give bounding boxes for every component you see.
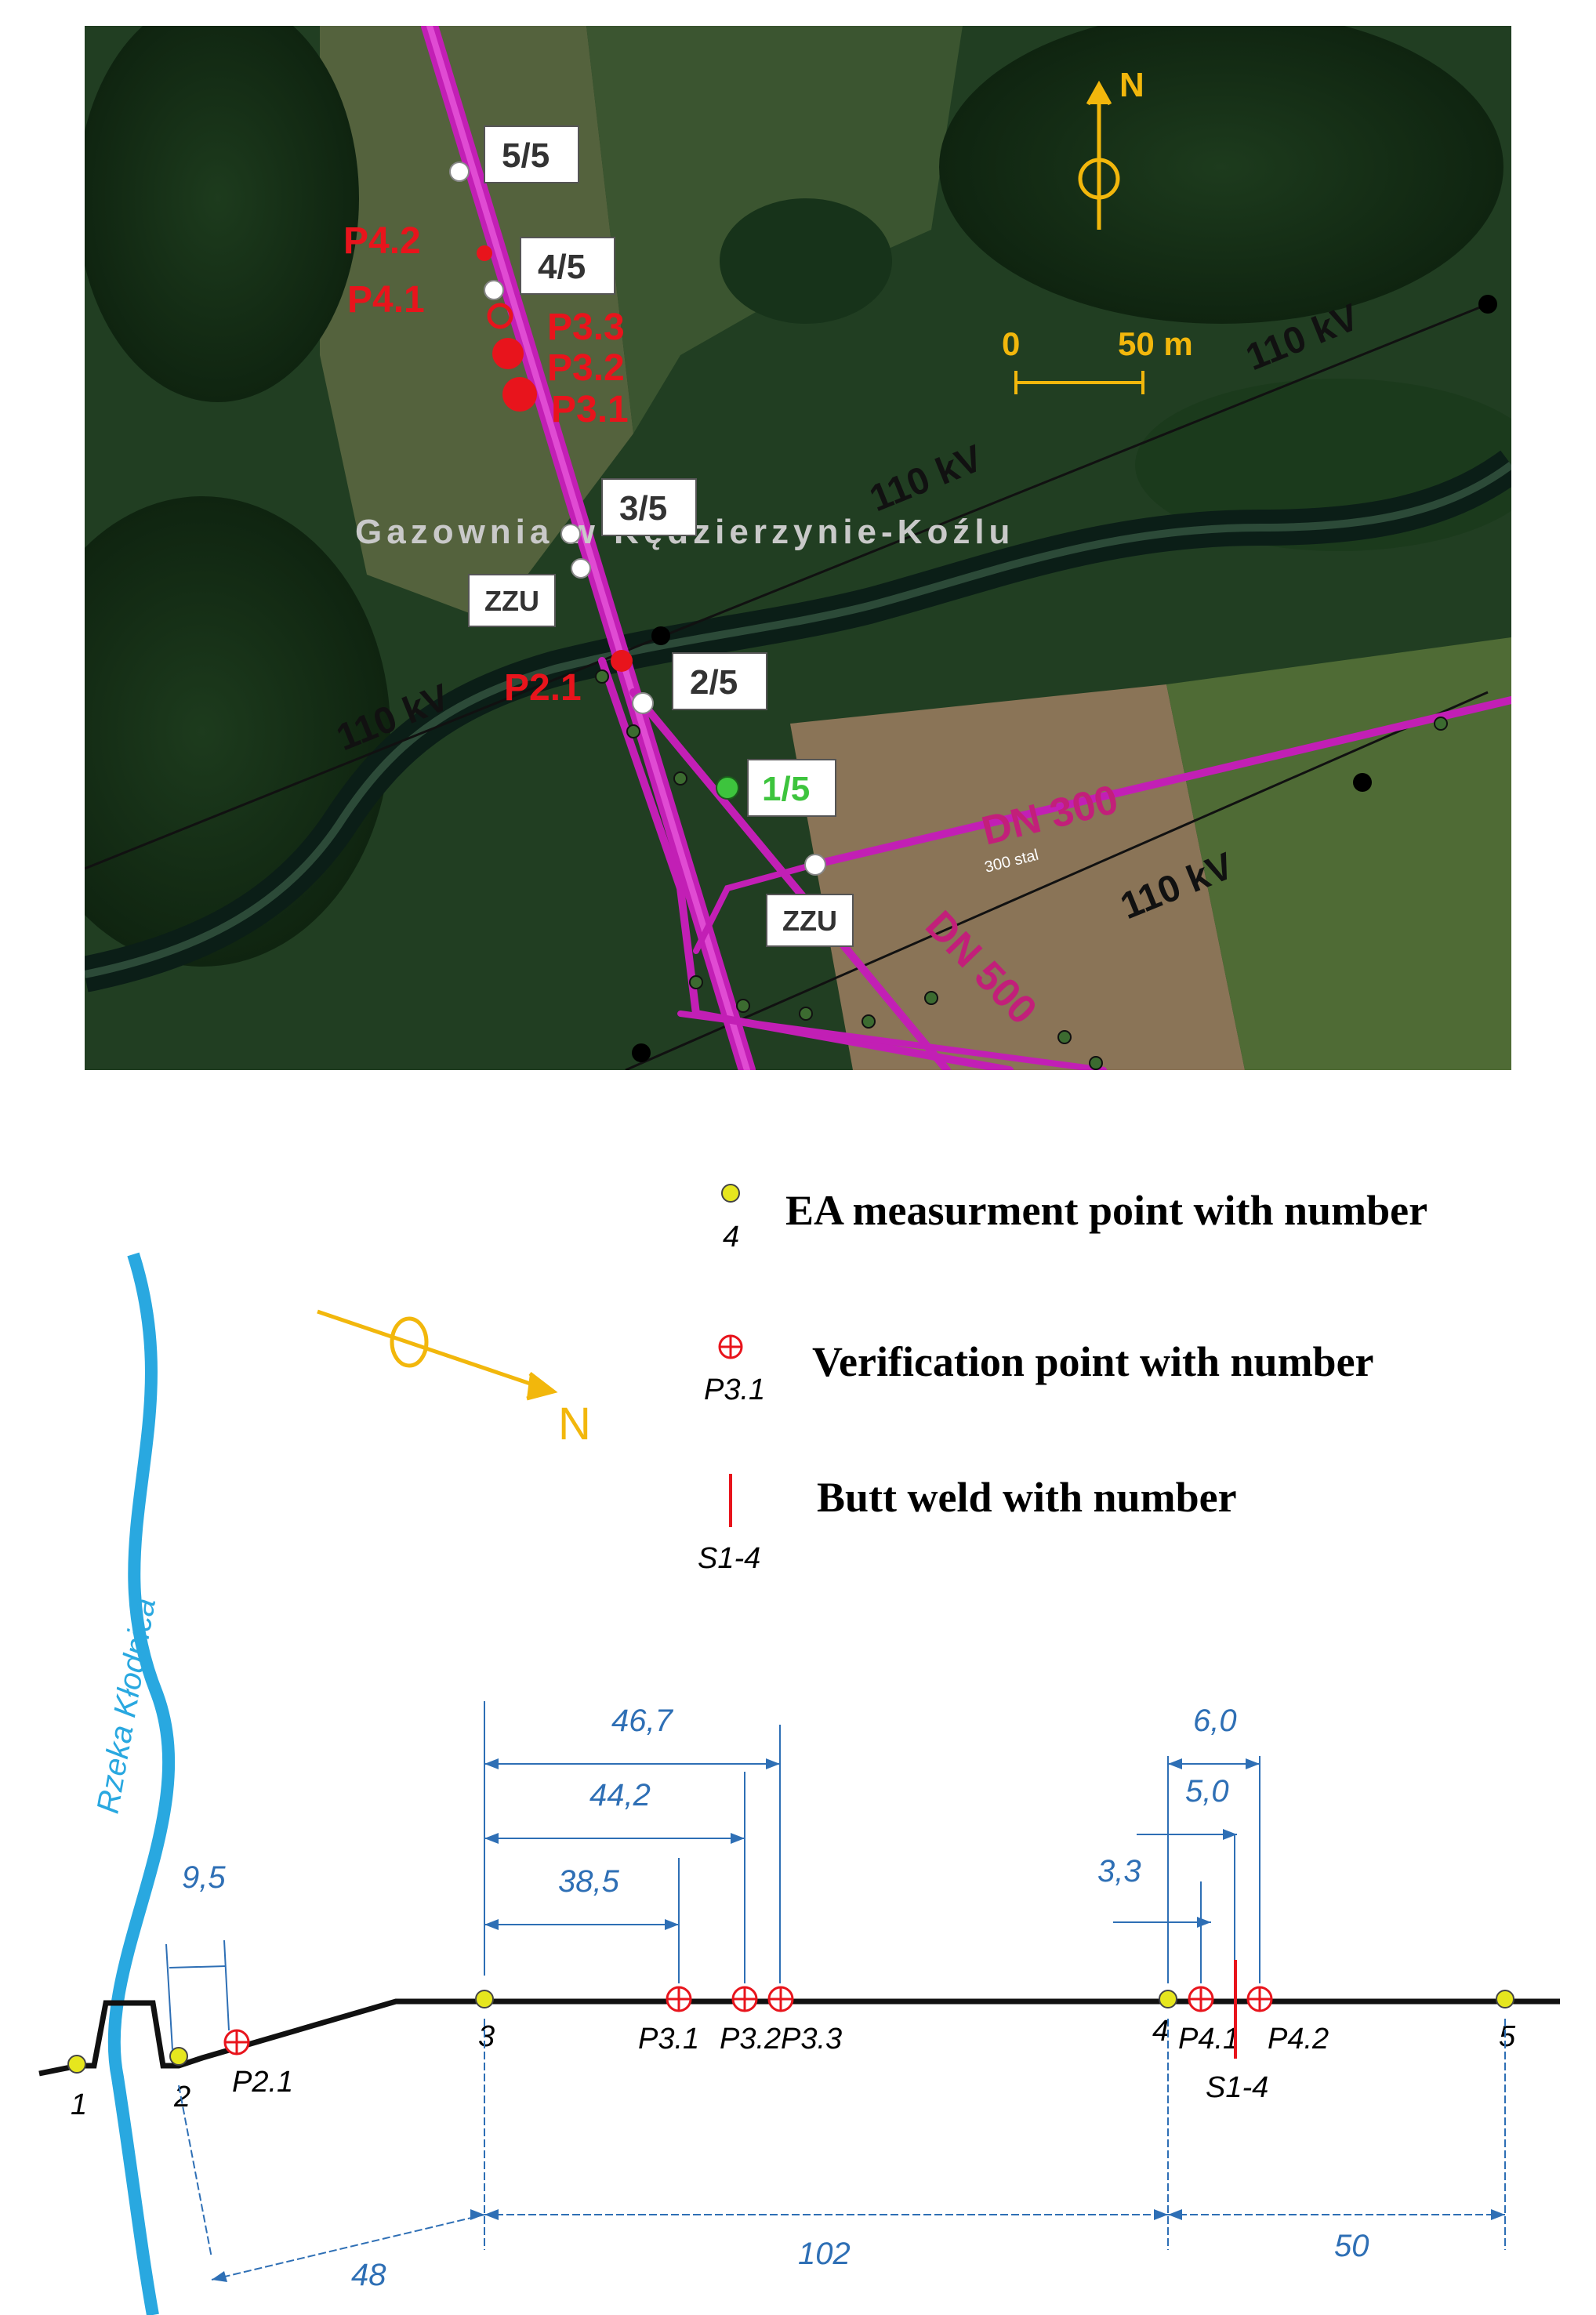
dimension-lines-bottom — [178, 2019, 1506, 2281]
svg-text:ZZU: ZZU — [484, 585, 539, 617]
pipeline-markers — [595, 669, 1448, 1070]
verification-points — [223, 1986, 1273, 2056]
scale-bar — [1014, 371, 1144, 394]
legend-verification-number: P3.1 — [704, 1373, 765, 1406]
ea-point-label: 4 — [1152, 2015, 1169, 2048]
svg-text:1/5: 1/5 — [762, 770, 810, 808]
svg-text:2/5: 2/5 — [690, 663, 738, 702]
verification-label: P2.1 — [232, 2066, 293, 2099]
dimension-arrows — [484, 1758, 1260, 1930]
ea-point-label: 5 — [1499, 2020, 1516, 2053]
verification-label: P4.2 — [1268, 2023, 1329, 2056]
compass-north-label: N — [1119, 66, 1144, 104]
ea-point-label: 1 — [71, 2088, 87, 2121]
verification-markers — [477, 245, 633, 672]
legend-ea-number: 4 — [723, 1221, 739, 1254]
power-pylon — [1353, 773, 1372, 792]
dimension-label: 48 — [351, 2258, 386, 2292]
ea-point-label: 3 — [478, 2020, 495, 2053]
field — [790, 684, 1245, 1070]
verification-label: P3.1 — [551, 389, 629, 430]
ea-point-markers — [449, 161, 826, 876]
verification-label: P4.1 — [347, 279, 425, 321]
svg-text:5/5: 5/5 — [502, 136, 550, 175]
svg-text:4/5: 4/5 — [538, 248, 586, 286]
power-pylon — [651, 626, 670, 645]
ea-point-label: 2 — [173, 2081, 190, 2114]
dimension-label: 38,5 — [558, 1864, 620, 1899]
dimension-label: 3,3 — [1097, 1854, 1141, 1889]
power-pylon — [632, 1043, 651, 1062]
legend-ea-point-icon — [721, 1184, 740, 1203]
point-label-4-5: 4/5 — [520, 237, 615, 295]
point-label-1-5: 1/5 — [747, 759, 836, 817]
satellite-map: Gazownia w Kędzierzynie-Koźlu 110 kV 110… — [85, 26, 1511, 1070]
dimension-label: 5,0 — [1185, 1774, 1229, 1809]
legend-verification-icon — [718, 1334, 743, 1359]
butt-weld-label: S1-4 — [1206, 2071, 1268, 2104]
pipelines — [421, 26, 1511, 1070]
dimension-lines — [165, 1701, 1260, 2051]
forest — [939, 26, 1504, 324]
verification-label: P4.2 — [343, 220, 421, 262]
dimension-label: 6,0 — [1193, 1704, 1237, 1738]
diagram-north-label: N — [558, 1399, 591, 1450]
ea-point-green — [716, 776, 739, 800]
dimension-label: 102 — [798, 2237, 851, 2271]
verification-label: P3.2 — [720, 2023, 781, 2056]
forest — [85, 26, 359, 402]
legend-verification-label: Verification point with number — [812, 1338, 1374, 1385]
compass-icon — [317, 1309, 558, 1401]
zzu-label: ZZU — [468, 574, 556, 627]
dimension-arrows — [212, 2209, 1505, 2282]
svg-text:ZZU: ZZU — [782, 905, 837, 937]
scale-fifty-label: 50 m — [1118, 325, 1193, 362]
legend-weld-number: S1-4 — [698, 1542, 760, 1575]
verification-label: P4.1 — [1178, 2023, 1239, 2056]
forest — [720, 198, 892, 324]
zzu-label: ZZU — [766, 894, 854, 947]
power-pylon — [1478, 295, 1497, 314]
svg-text:3/5: 3/5 — [619, 489, 667, 528]
river — [85, 461, 1511, 978]
ea-points — [67, 1990, 1514, 2074]
pipeline-profile — [38, 1998, 1560, 2077]
point-label-5-5: 5/5 — [484, 125, 579, 183]
pipeline-schematic: 4 EA measurment point with number P3.1 V… — [38, 1184, 1560, 2315]
verification-label: P3.3 — [547, 307, 625, 348]
point-label-3-5: 3/5 — [601, 478, 697, 536]
compass-icon — [1078, 80, 1120, 230]
verification-label: P3.3 — [781, 2023, 842, 2056]
scale-zero-label: 0 — [1002, 325, 1020, 362]
verification-label: P3.2 — [547, 347, 625, 389]
power-lines — [85, 303, 1489, 1070]
verification-label: P2.1 — [504, 667, 582, 709]
verification-label: P3.1 — [638, 2023, 699, 2056]
dimension-label: 46,7 — [611, 1704, 674, 1738]
legend-weld-label: Butt weld with number — [817, 1474, 1237, 1521]
dimension-label: 50 — [1334, 2229, 1369, 2263]
dimension-label: 9,5 — [182, 1860, 226, 1895]
field — [1166, 637, 1511, 1070]
point-label-2-5: 2/5 — [672, 652, 767, 710]
dimension-label: 44,2 — [589, 1778, 651, 1812]
river-label: Rzeka Kłodnica — [91, 1595, 163, 1816]
river — [107, 1252, 176, 2315]
legend-ea-label: EA measurment point with number — [785, 1187, 1427, 1234]
